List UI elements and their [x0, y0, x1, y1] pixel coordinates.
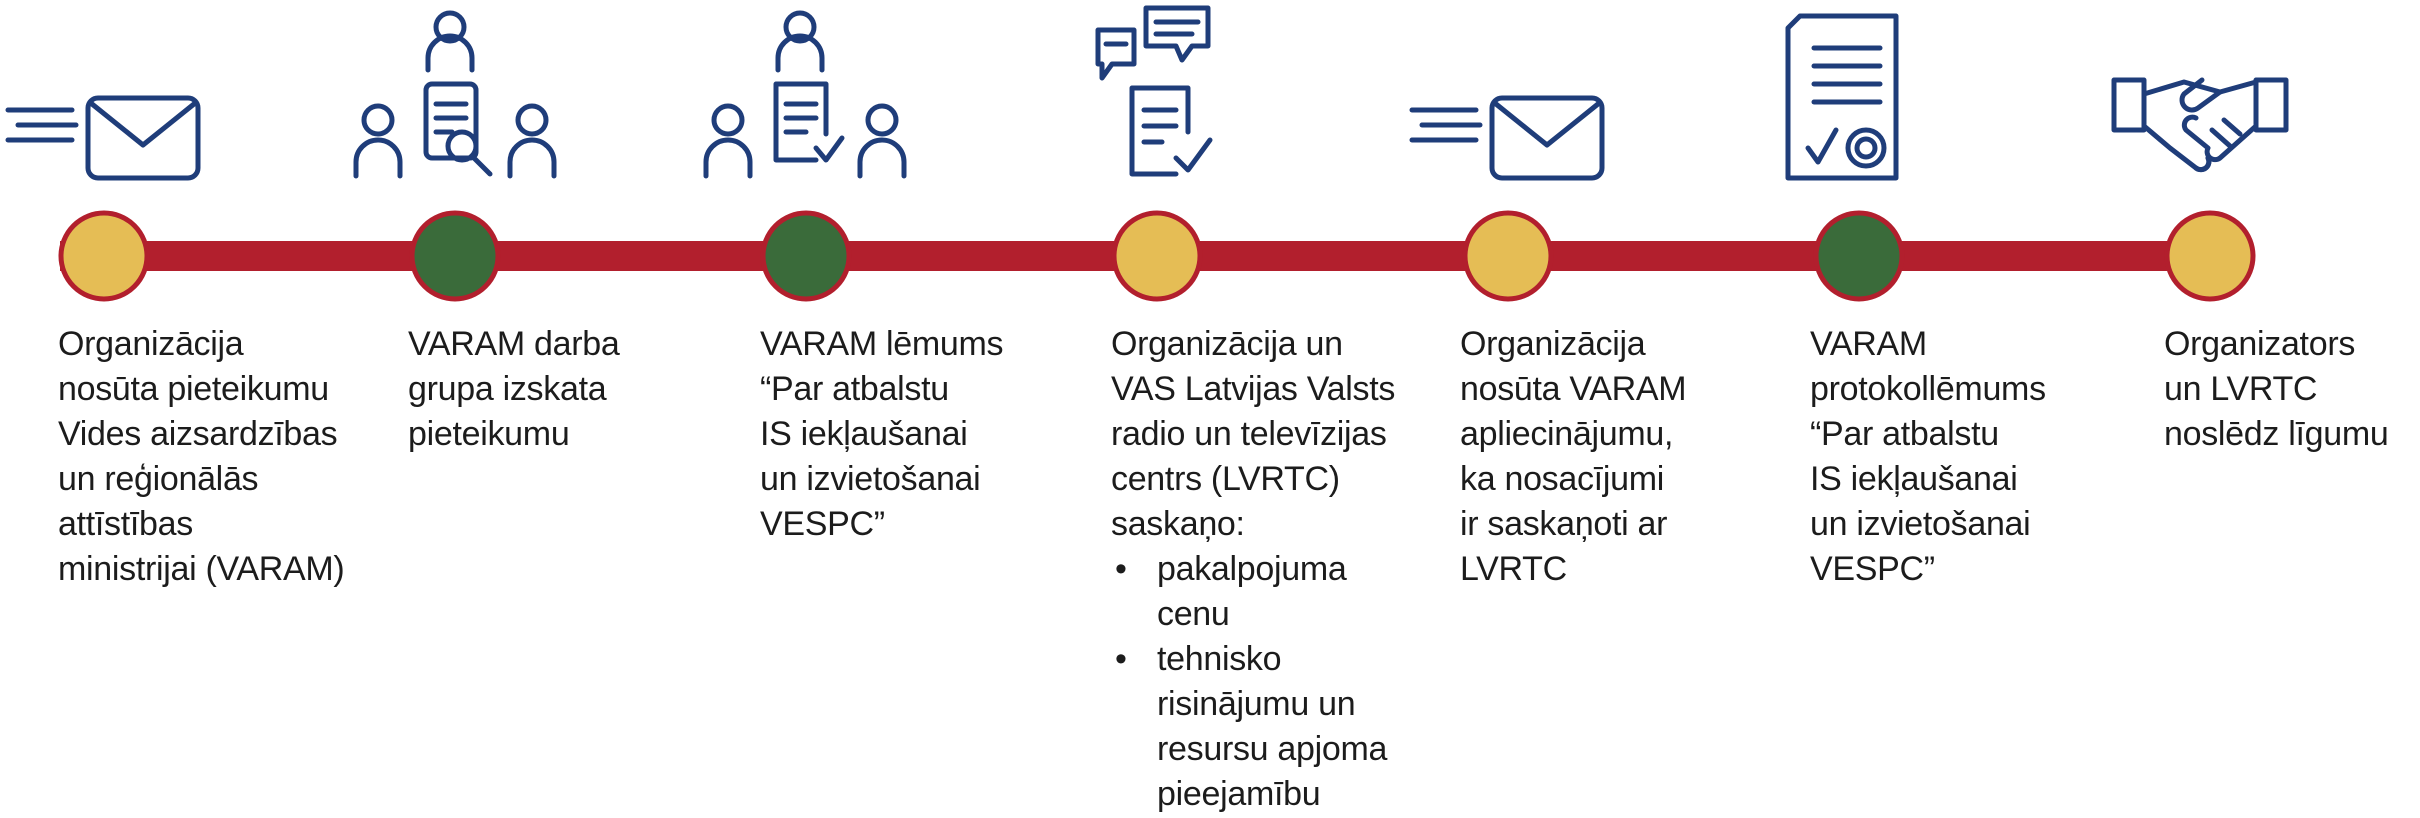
step-text-line: radio un televīzijas — [1111, 415, 1387, 453]
step-5-text: Organizācija nosūta VARAM apliecinājumu, ka… — [1460, 322, 1780, 592]
step-text-line: protokollēmums — [1810, 370, 2046, 408]
step-text-line: VESPC” — [1810, 550, 1935, 588]
document-review-icon — [353, 10, 557, 179]
bullet-line: tehnisko — [1157, 640, 1282, 678]
email-icon — [1409, 95, 1605, 181]
timeline-node-7 — [2164, 210, 2256, 302]
step-text-line: VAS Latvijas Valsts — [1111, 370, 1396, 408]
step-text-line: grupa izskata — [408, 370, 607, 408]
step-text-line: “Par atbalstu — [760, 370, 949, 408]
step-text-line: Vides aizsardzības — [58, 415, 338, 453]
email-icon — [5, 95, 201, 181]
step-text-line: un izvietošanai — [1810, 505, 2031, 543]
timeline-node-5 — [1462, 210, 1554, 302]
step-2-text: VARAM darba grupa izskata pieteikumu — [408, 322, 728, 457]
timeline-node-2 — [409, 210, 501, 302]
step-text-line: un LVRTC — [2164, 370, 2318, 408]
discussion-document-icon — [1095, 5, 1213, 177]
step-text-line: Organizācija — [1460, 325, 1646, 363]
bullet-list: pakalpojuma cenu tehnisko risinājumu un resu… — [1111, 547, 1431, 817]
step-text-line: un izvietošanai — [760, 460, 981, 498]
step-text-line: Organizators — [2164, 325, 2356, 363]
step-text-line: VESPC” — [760, 505, 885, 543]
step-text-line: attīstības — [58, 505, 193, 543]
step-4-text: Organizācija un VAS Latvijas Valsts radio … — [1111, 322, 1431, 817]
timeline-node-4 — [1111, 210, 1203, 302]
step-text-line: centrs (LVRTC) — [1111, 460, 1340, 498]
step-7-text: Organizators un LVRTC noslēdz līgumu — [2164, 322, 2420, 457]
step-text-line: un reģionālās — [58, 460, 259, 498]
step-text-line: ka nosacījumi — [1460, 460, 1664, 498]
step-text-line: Organizācija — [58, 325, 244, 363]
bullet-line: resursu apjoma — [1157, 730, 1388, 768]
step-text-line: Organizācija un — [1111, 325, 1343, 363]
bullet-item: pakalpojuma cenu — [1111, 547, 1431, 637]
timeline-node-6 — [1813, 210, 1905, 302]
step-3-text: VARAM lēmums “Par atbalstu IS iekļaušanai u… — [760, 322, 1080, 547]
step-text-line: nosūta pieteikumu — [58, 370, 329, 408]
certificate-icon — [1785, 13, 1899, 181]
step-text-line: pieteikumu — [408, 415, 570, 453]
bullet-line: risinājumu un — [1157, 685, 1356, 723]
document-approval-icon — [703, 10, 907, 179]
timeline-node-1 — [58, 210, 150, 302]
step-text-line: VARAM lēmums — [760, 325, 1004, 363]
step-text-line: IS iekļaušanai — [1810, 460, 2018, 498]
step-text-line: apliecinājumu, — [1460, 415, 1674, 453]
step-text-line: “Par atbalstu — [1810, 415, 1999, 453]
timeline-node-3 — [760, 210, 852, 302]
step-text-line: nosūta VARAM — [1460, 370, 1687, 408]
step-6-text: VARAM protokollēmums “Par atbalstu IS iekļa… — [1810, 322, 2130, 592]
step-text-line: saskaņo: — [1111, 505, 1245, 543]
bullet-line: cenu — [1157, 595, 1230, 633]
step-text-line: LVRTC — [1460, 550, 1567, 588]
step-text-line: IS iekļaušanai — [760, 415, 968, 453]
step-text-line: ir saskaņoti ar — [1460, 505, 1668, 543]
handshake-icon — [2111, 77, 2289, 173]
step-text-line: VARAM darba — [408, 325, 620, 363]
step-text-line: noslēdz līgumu — [2164, 415, 2389, 453]
bullet-item: tehnisko risinājumu un resursu apjoma pieej… — [1111, 637, 1431, 817]
bullet-line: pakalpojuma — [1157, 550, 1347, 588]
step-text-line: ministrijai (VARAM) — [58, 550, 345, 588]
bullet-line: pieejamību — [1157, 775, 1321, 813]
step-text-line: VARAM — [1810, 325, 1927, 363]
